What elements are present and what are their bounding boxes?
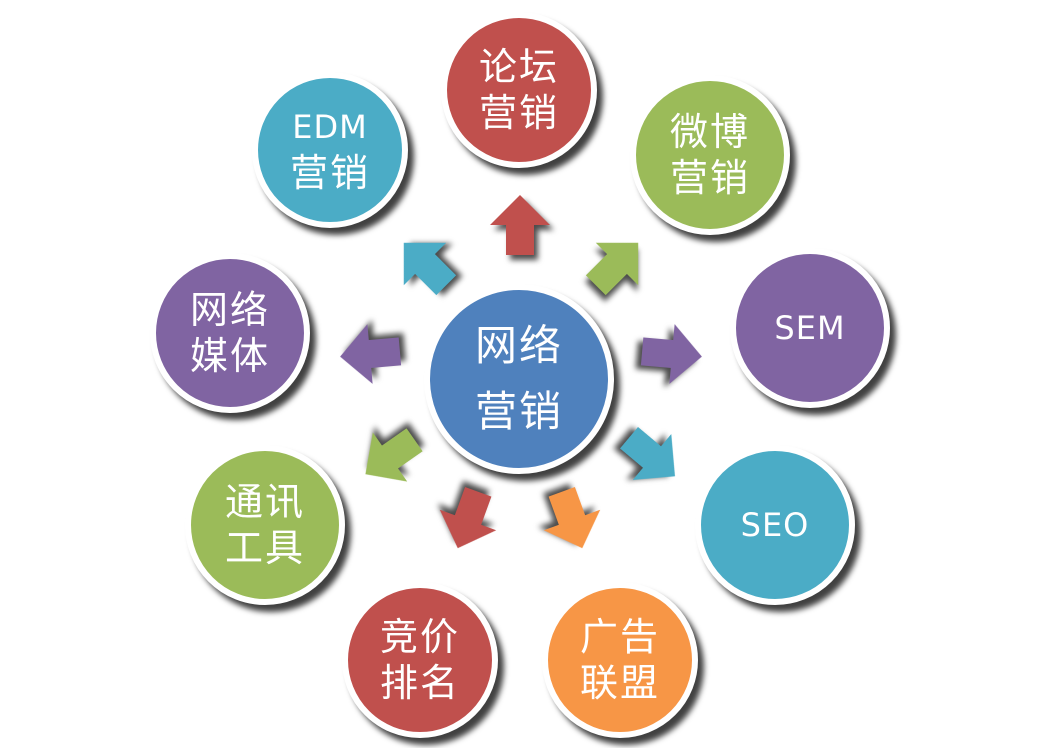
arrow-left-icon bbox=[335, 319, 404, 388]
node-edm-marketing: EDM 营销 bbox=[252, 72, 408, 228]
node-label-line-1: 通讯 bbox=[224, 480, 305, 524]
arrow-up-right-icon bbox=[572, 219, 663, 310]
node-label-line-1: 网络 bbox=[189, 288, 270, 332]
node-label-line-2: 排名 bbox=[379, 661, 460, 705]
node-label-line-1: 广告 bbox=[579, 615, 660, 659]
node-label-line-2: 媒体 bbox=[189, 334, 270, 378]
node-network-media: 网络 媒体 bbox=[150, 253, 310, 413]
node-im-tools: 通讯 工具 bbox=[185, 445, 345, 605]
arrow-up-left-icon bbox=[380, 219, 471, 310]
arrow-down-right-icon bbox=[607, 412, 697, 502]
arrow-down-right-orange-icon bbox=[531, 479, 613, 561]
node-sem: SEM bbox=[730, 248, 890, 408]
node-label-line-1: SEO bbox=[740, 506, 810, 544]
center-label-line-1: 网络 bbox=[474, 321, 563, 370]
node-label-line-1: EDM bbox=[292, 108, 368, 146]
node-seo: SEO bbox=[695, 445, 855, 605]
node-label-line-1: 竞价 bbox=[379, 615, 460, 659]
node-label-line-1: 论坛 bbox=[478, 45, 559, 89]
arrow-right-icon bbox=[637, 319, 706, 388]
center-label-line-2: 营销 bbox=[474, 387, 563, 436]
node-label-line-1: SEM bbox=[774, 309, 846, 347]
node-ad-alliance: 广告 联盟 bbox=[542, 582, 698, 738]
arrow-down-left-green-icon bbox=[345, 412, 434, 501]
node-label-line-2: 营销 bbox=[289, 151, 370, 195]
node-label-line-2: 营销 bbox=[478, 91, 559, 135]
node-label-line-1: 微博 bbox=[669, 110, 750, 154]
node-label-line-2: 营销 bbox=[669, 156, 750, 200]
node-forum-marketing: 论坛 营销 bbox=[441, 12, 597, 168]
arrow-up-icon bbox=[488, 193, 552, 257]
node-weibo-marketing: 微博 营销 bbox=[630, 75, 790, 235]
arrow-down-left-icon bbox=[427, 479, 509, 561]
node-label-line-2: 工具 bbox=[224, 526, 305, 570]
node-label-line-2: 联盟 bbox=[579, 661, 660, 705]
center-node-network-marketing: 网络 营销 bbox=[424, 284, 614, 474]
node-bidding-ranking: 竞价 排名 bbox=[342, 582, 498, 738]
